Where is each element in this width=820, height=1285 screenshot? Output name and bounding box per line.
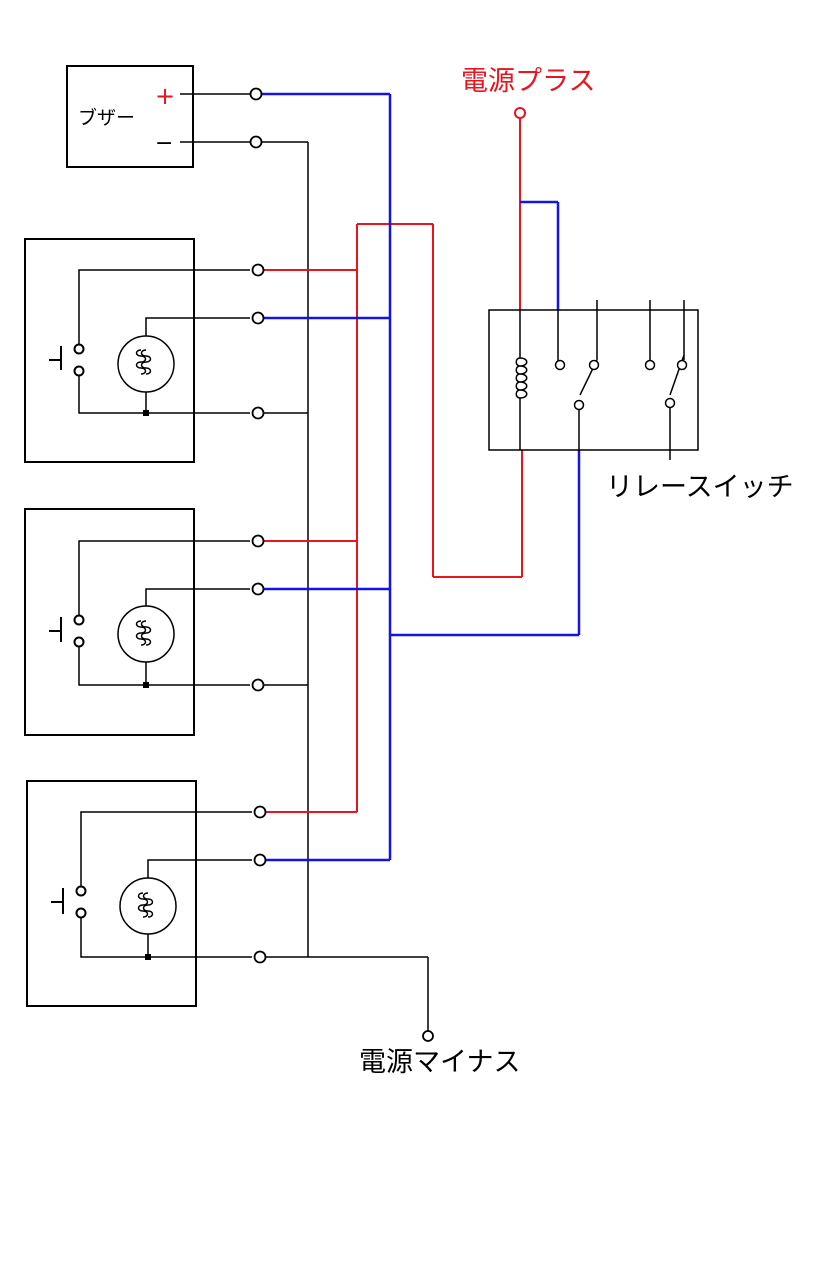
buzzer: ブザー + − [66,65,250,168]
unit-1 [24,238,250,463]
push-button-icon [49,614,85,648]
lamp-icon [117,335,175,393]
power-minus-label: 電源マイナス [359,1047,520,1078]
power-plus-terminal [514,107,526,119]
power-plus-label: 電源プラス [461,66,595,97]
relay-label: リレースイッチ [606,472,794,503]
lamp-icon [119,877,177,935]
black-wires [262,141,429,1031]
relay-contact-icon [554,300,600,450]
terminals [249,87,434,1042]
buzzer-label: ブザー [78,106,135,129]
push-button-icon [49,343,85,377]
relay-coil-icon [515,310,528,450]
buzzer-plus-label: + [155,82,175,110]
unit-3 [26,780,252,1007]
relay-contact-icon [644,300,688,460]
lamp-icon [117,605,175,663]
unit-2 [24,508,250,736]
relay-switch [488,300,699,460]
red-wires [262,118,523,813]
buzzer-minus-label: − [155,131,173,156]
blue-wires [262,92,581,862]
push-button-icon [51,885,87,919]
